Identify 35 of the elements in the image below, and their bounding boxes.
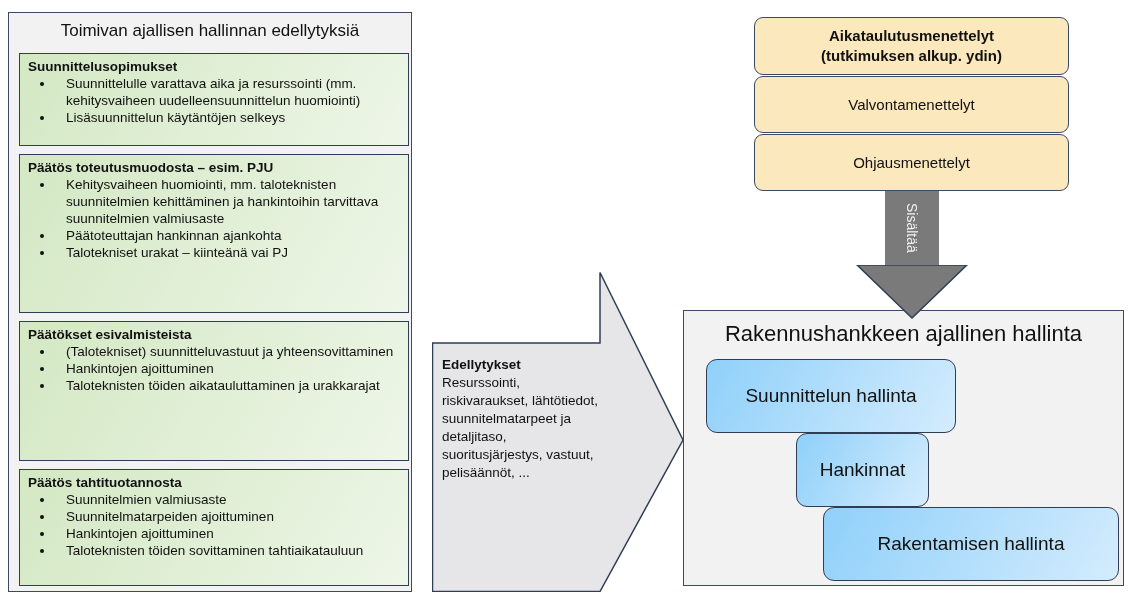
bullet-text: Suunnitelmien valmiusaste xyxy=(66,492,227,507)
category-card xyxy=(19,321,409,461)
bullet-text: Lisäsuunnittelun käytäntöjen selkeys xyxy=(66,110,286,125)
procedure-box: Valvontamenettelyt xyxy=(754,76,1069,133)
bullet-text: Hankintojen ajoittuminen xyxy=(66,526,214,541)
bullet-text: Kehitysvaiheen huomiointi, mm. taloteknisten suunnitelmien kehittäminen ja hankintoihin tarvittava suunnitelmien valmiusaste xyxy=(66,177,379,226)
group-panel xyxy=(683,310,1124,586)
card-heading: Suunnittelusopimukset xyxy=(28,58,179,75)
card-heading: Päätökset esivalmisteista xyxy=(28,326,193,343)
group-panel xyxy=(8,12,412,592)
process-box: Suunnittelun hallinta xyxy=(706,359,956,433)
process-box: Hankinnat xyxy=(796,433,929,507)
bullet-text: Suunnitelmatarpeiden ajoittuminen xyxy=(66,509,274,524)
bullet-text: Taloteknisten töiden aikatauluttaminen ja urakkarajat xyxy=(66,378,380,393)
panel-title: Rakennushankkeen ajallinen hallinta xyxy=(723,321,1084,347)
bullet-text: (Talotekniset) suunnitteluvastuut ja yhteensovittaminen xyxy=(66,344,394,359)
bullet-text: Päätoteuttajan hankinnan ajankohta xyxy=(66,228,282,243)
category-card xyxy=(19,154,409,313)
edge-label: Sisältää xyxy=(904,203,920,253)
procedure-box: Aikataulutusmenettelyt (tutkimuksen alkup. ydin) xyxy=(754,17,1069,75)
block-arrow xyxy=(432,272,685,592)
procedure-box: Ohjausmenettelyt xyxy=(754,134,1069,191)
card-heading: Päätös toteutusmuodosta – esim. PJU xyxy=(28,159,275,176)
category-card xyxy=(19,469,409,586)
arrow-text: Resurssointi, riskivaraukset, lähtötiedot, suunnitelmatarpeet ja detaljitaso, suoritusjärjestys, vastuut, pelisäännöt, ... xyxy=(442,374,600,482)
bullet-text: Talotekniset urakat – kiinteänä vai PJ xyxy=(66,245,289,260)
bullet-text: Hankintojen ajoittuminen xyxy=(66,361,214,376)
arrow xyxy=(856,191,968,319)
panel-title: Toimivan ajallisen hallinnan edellytyksiä xyxy=(59,21,361,41)
arrow-heading: Edellytykset xyxy=(442,356,522,374)
bullet-text: Suunnittelulle varattava aika ja resurssointi (mm. kehitysvaiheen uudelleensuunnittelun huomiointi) xyxy=(66,76,361,108)
category-card xyxy=(19,53,409,146)
process-box: Rakentamisen hallinta xyxy=(823,507,1119,581)
bullet-text: Taloteknisten töiden sovittaminen tahtiaikatauluun xyxy=(66,543,364,558)
card-heading: Päätös tahtituotannosta xyxy=(28,474,183,491)
